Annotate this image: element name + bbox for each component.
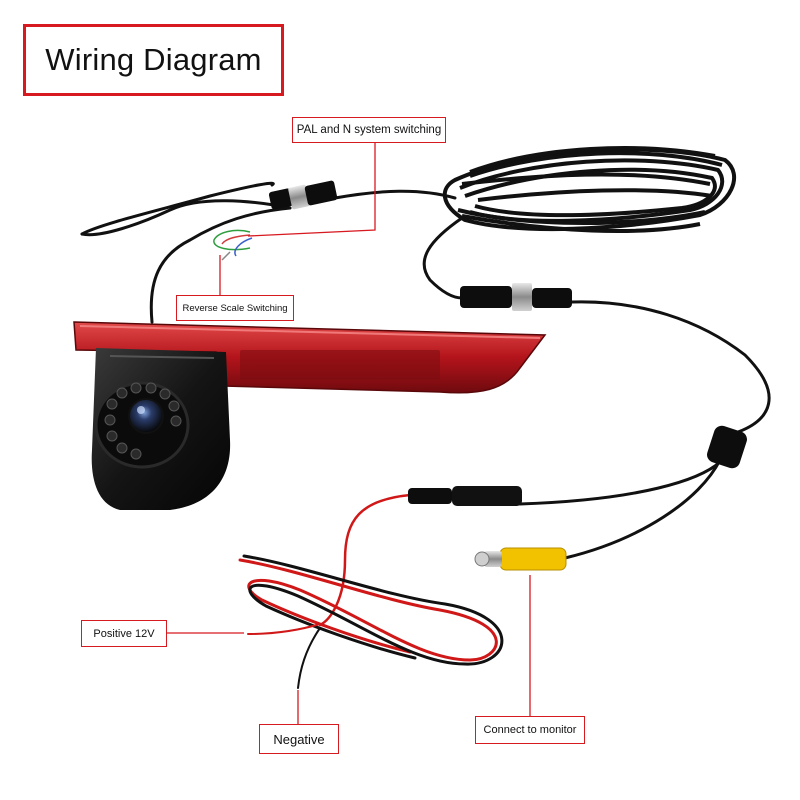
connector-top (268, 180, 338, 210)
callout-monitor-label: Connect to monitor (483, 724, 577, 736)
camera-body (91, 348, 231, 510)
power-leads (238, 554, 504, 689)
callout-negative: Negative (259, 724, 339, 754)
power-connector (408, 486, 522, 506)
cables (80, 181, 771, 627)
lens (128, 398, 164, 434)
callout-negative-label: Negative (273, 731, 325, 747)
ir-leds (104, 382, 182, 460)
callout-positive-label: Positive 12V (93, 627, 155, 640)
callout-leaders (167, 143, 531, 724)
callout-pal-ntsc-switch: PAL and N system switching (292, 117, 446, 143)
page-title: Wiring Diagram (45, 42, 262, 77)
brake-light (73, 321, 547, 394)
callout-reverse-scale: Reverse Scale Switching (176, 295, 294, 321)
rca-plug (474, 547, 567, 571)
y-splitter (707, 425, 747, 469)
callout-reverse-label: Reverse Scale Switching (182, 302, 288, 314)
callout-positive: Positive 12V (81, 620, 167, 647)
callout-pal-label: PAL and N system switching (296, 124, 442, 136)
reverse-scale-wires (213, 229, 253, 261)
title-box: Wiring Diagram (23, 24, 284, 96)
connector-middle (460, 283, 572, 311)
callout-monitor: Connect to monitor (475, 716, 585, 744)
cable-coil (442, 146, 737, 233)
leader-pal (247, 143, 376, 237)
